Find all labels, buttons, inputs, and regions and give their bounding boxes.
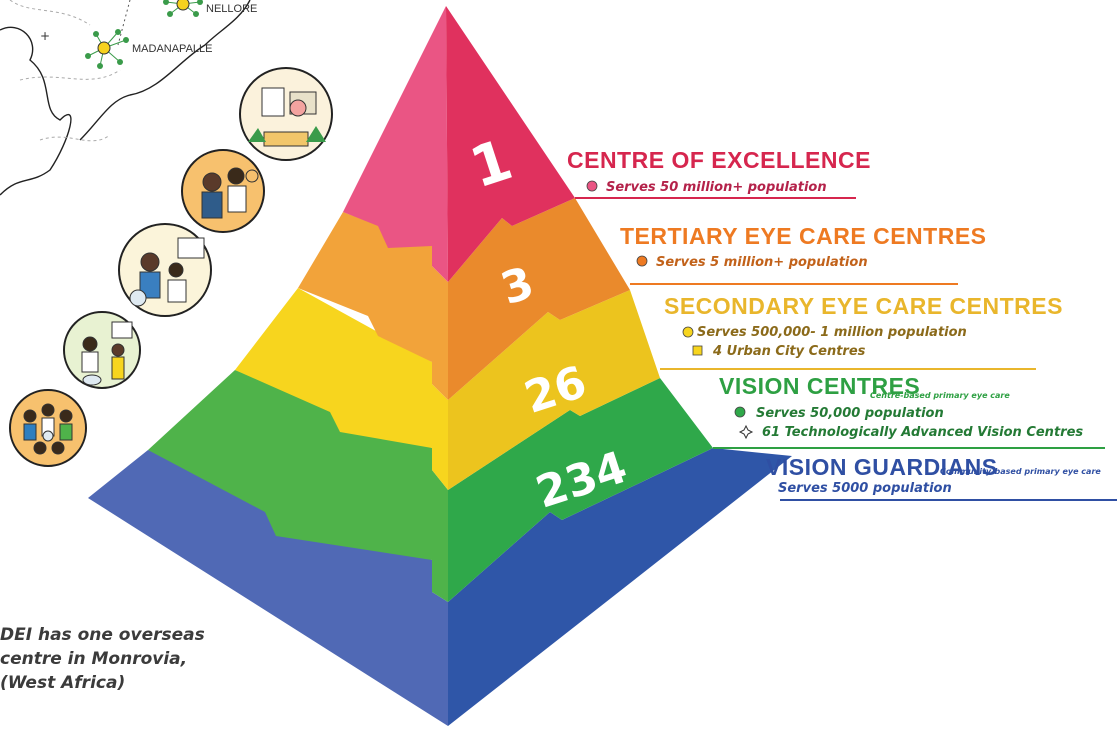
tier-coe-right: [446, 6, 575, 282]
region-map: NELLORE MADANAPALLE +: [0, 0, 257, 196]
label-centre-of-excellence: CENTRE OF EXCELLENCE Serves 50 million+ …: [567, 147, 871, 199]
tier-title-secondary: SECONDARY EYE CARE CENTRES: [664, 293, 1063, 319]
tier-line-vision-centres-0: Serves 50,000 population: [756, 406, 944, 421]
circle-marker-icon: [586, 180, 598, 192]
nellore-node: [163, 0, 203, 17]
community-group-illustration: [9, 389, 87, 467]
tier-tertiary-right: [448, 198, 630, 400]
circle-marker-icon: [734, 406, 746, 418]
doctor-consultation-illustration: [181, 149, 265, 233]
label-tertiary: TERTIARY EYE CARE CENTRES Serves 5 milli…: [620, 223, 987, 285]
square-marker-icon: [692, 345, 703, 356]
note-line-2: centre in Monrovia,: [0, 649, 187, 669]
tier-subtitle-vision-centres: Centre-based primary eye care: [870, 391, 1010, 400]
tier-line-vision-centres-1: 61 Technologically Advanced Vision Centr…: [762, 425, 1083, 440]
map-label-nellore: NELLORE: [206, 3, 257, 15]
tier-title-coe: CENTRE OF EXCELLENCE: [567, 147, 871, 173]
tier-title-vision-guardians: VISION GUARDIANS: [766, 454, 998, 480]
eye-test-illustration: [118, 223, 212, 317]
map-marker-icon: +: [40, 29, 50, 43]
tier-secondary-left: [235, 288, 448, 490]
tier-line-coe-0: Serves 50 million+ population: [606, 180, 827, 195]
star-marker-icon: [738, 424, 754, 440]
tier-line-vision-guardians-0: Serves 5000 population: [778, 481, 952, 496]
note-line-3: (West Africa): [0, 673, 125, 693]
vision-centre-illustration: [63, 311, 141, 389]
note-line-1: DEI has one overseas: [0, 625, 205, 645]
tier-vision-centres-right: [448, 378, 713, 602]
tier-coe-left: [343, 6, 448, 282]
tier-title-vision-centres: VISION CENTRES: [719, 373, 920, 399]
tier-vision-guardians-right: [448, 448, 792, 726]
label-secondary: SECONDARY EYE CARE CENTRES Serves 500,00…: [660, 293, 1063, 370]
hospital-illustration: [239, 67, 333, 161]
tier-line-secondary-1: 4 Urban City Centres: [712, 344, 866, 359]
tier-line-tertiary-0: Serves 5 million+ population: [656, 255, 868, 270]
pyramid: [88, 6, 792, 726]
tier-vision-guardians-left: [88, 450, 448, 726]
map-label-madanapalle: MADANAPALLE: [132, 43, 213, 55]
label-vision-centres: VISION CENTRES Centre-based primary eye …: [713, 373, 1105, 449]
tier-secondary-right: [448, 290, 660, 490]
madanapalle-node: [85, 29, 129, 69]
overseas-note: DEI has one overseas centre in Monrovia,…: [0, 625, 205, 693]
tier-tertiary-left: [298, 212, 448, 400]
tier-title-tertiary: TERTIARY EYE CARE CENTRES: [620, 223, 987, 249]
tier-line-secondary-0: Serves 500,000- 1 million population: [697, 325, 967, 340]
label-vision-guardians: VISION GUARDIANS Community-based primary…: [766, 454, 1117, 501]
tier-subtitle-vision-guardians: Community-based primary eye care: [940, 467, 1101, 476]
circle-marker-icon: [636, 255, 648, 267]
circle-marker-icon: [682, 326, 694, 338]
